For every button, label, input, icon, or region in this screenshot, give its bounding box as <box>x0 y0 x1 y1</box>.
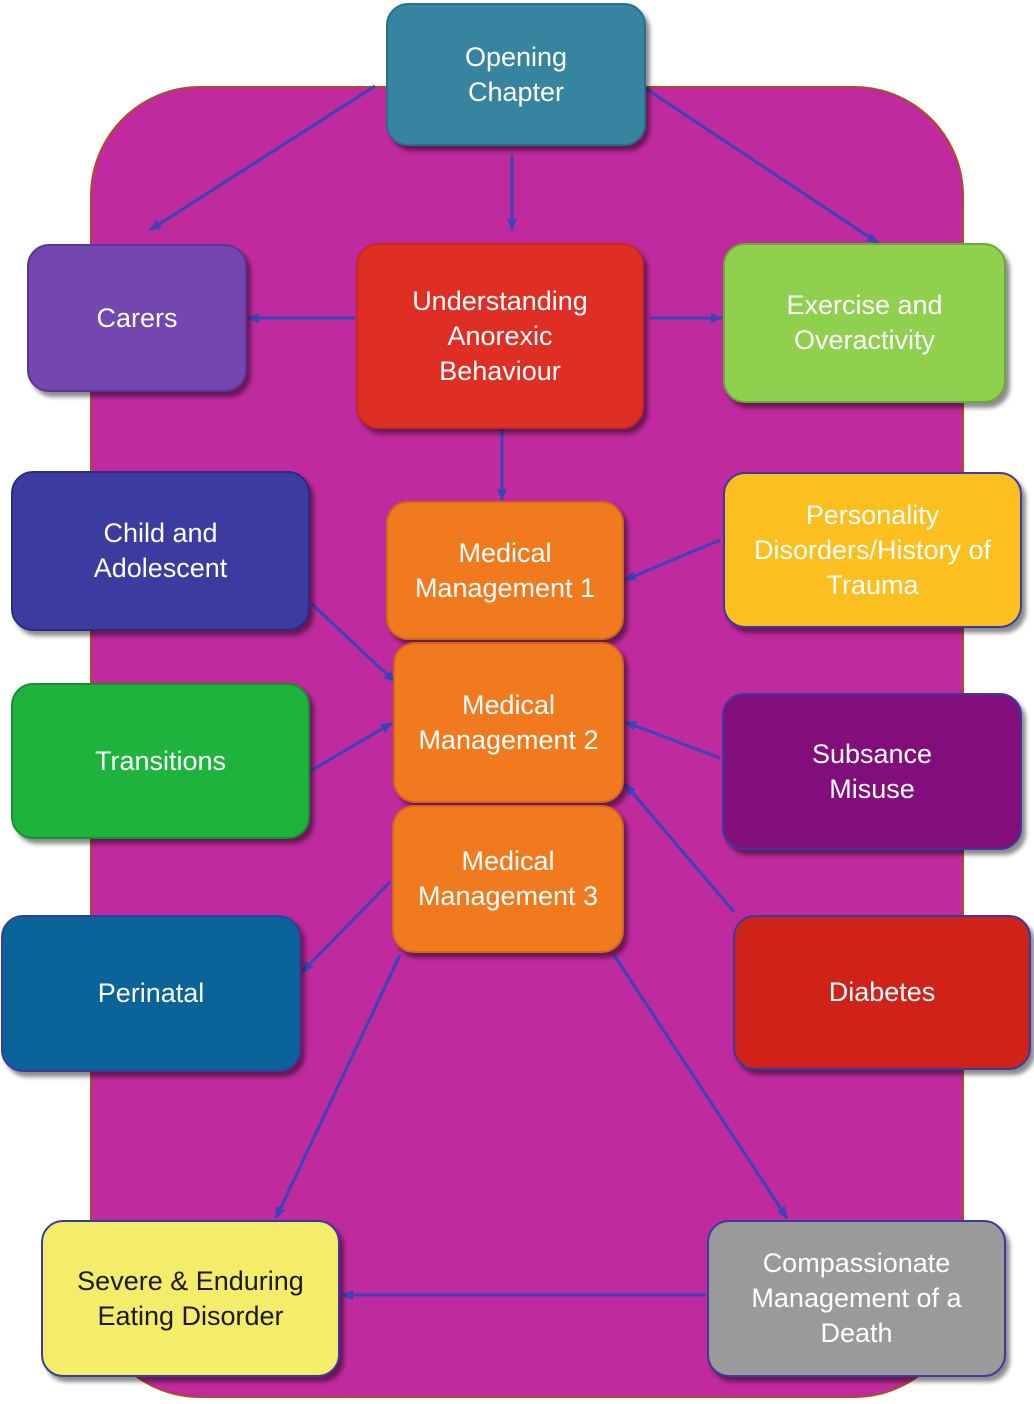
node-exercise-and-overactivity: Exercise and Overactivity <box>723 243 1006 403</box>
arrow-med3-to-severe <box>274 954 402 1219</box>
arrow-substance-to-med2 <box>624 720 721 760</box>
node-diabetes: Diabetes <box>733 915 1031 1070</box>
arrow-personality-to-med1 <box>624 538 721 582</box>
arrow-diabetes-to-med2 <box>623 783 736 913</box>
arrow-transitions-to-med2 <box>311 721 393 772</box>
node-compassionate-management-of-death: Compassionate Management of a Death <box>707 1220 1006 1377</box>
arrow-med3-to-perinatal <box>300 880 392 974</box>
node-personality-disorders-trauma: Personality Disorders/History of Trauma <box>723 472 1022 628</box>
node-opening-chapter: Opening Chapter <box>386 3 646 146</box>
node-medical-management-2: Medical Management 2 <box>393 642 624 803</box>
node-transitions: Transitions <box>11 683 310 839</box>
node-carers: Carers <box>27 244 247 392</box>
node-perinatal: Perinatal <box>1 915 301 1072</box>
arrow-opening-to-carers <box>149 84 376 232</box>
arrow-opening-to-exercise <box>644 86 879 245</box>
arrow-child-to-med2 <box>310 602 397 684</box>
node-substance-misuse: Subsance Misuse <box>722 693 1022 850</box>
node-understanding-anorexic-behaviour: Understanding Anorexic Behaviour <box>356 243 644 429</box>
node-child-and-adolescent: Child and Adolescent <box>11 471 310 631</box>
node-medical-management-1: Medical Management 1 <box>386 501 624 640</box>
node-severe-enduring-eating-disorder: Severe & Enduring Eating Disorder <box>41 1220 340 1377</box>
arrow-med3-to-compassionate <box>612 954 789 1219</box>
node-medical-management-3: Medical Management 3 <box>392 805 624 953</box>
